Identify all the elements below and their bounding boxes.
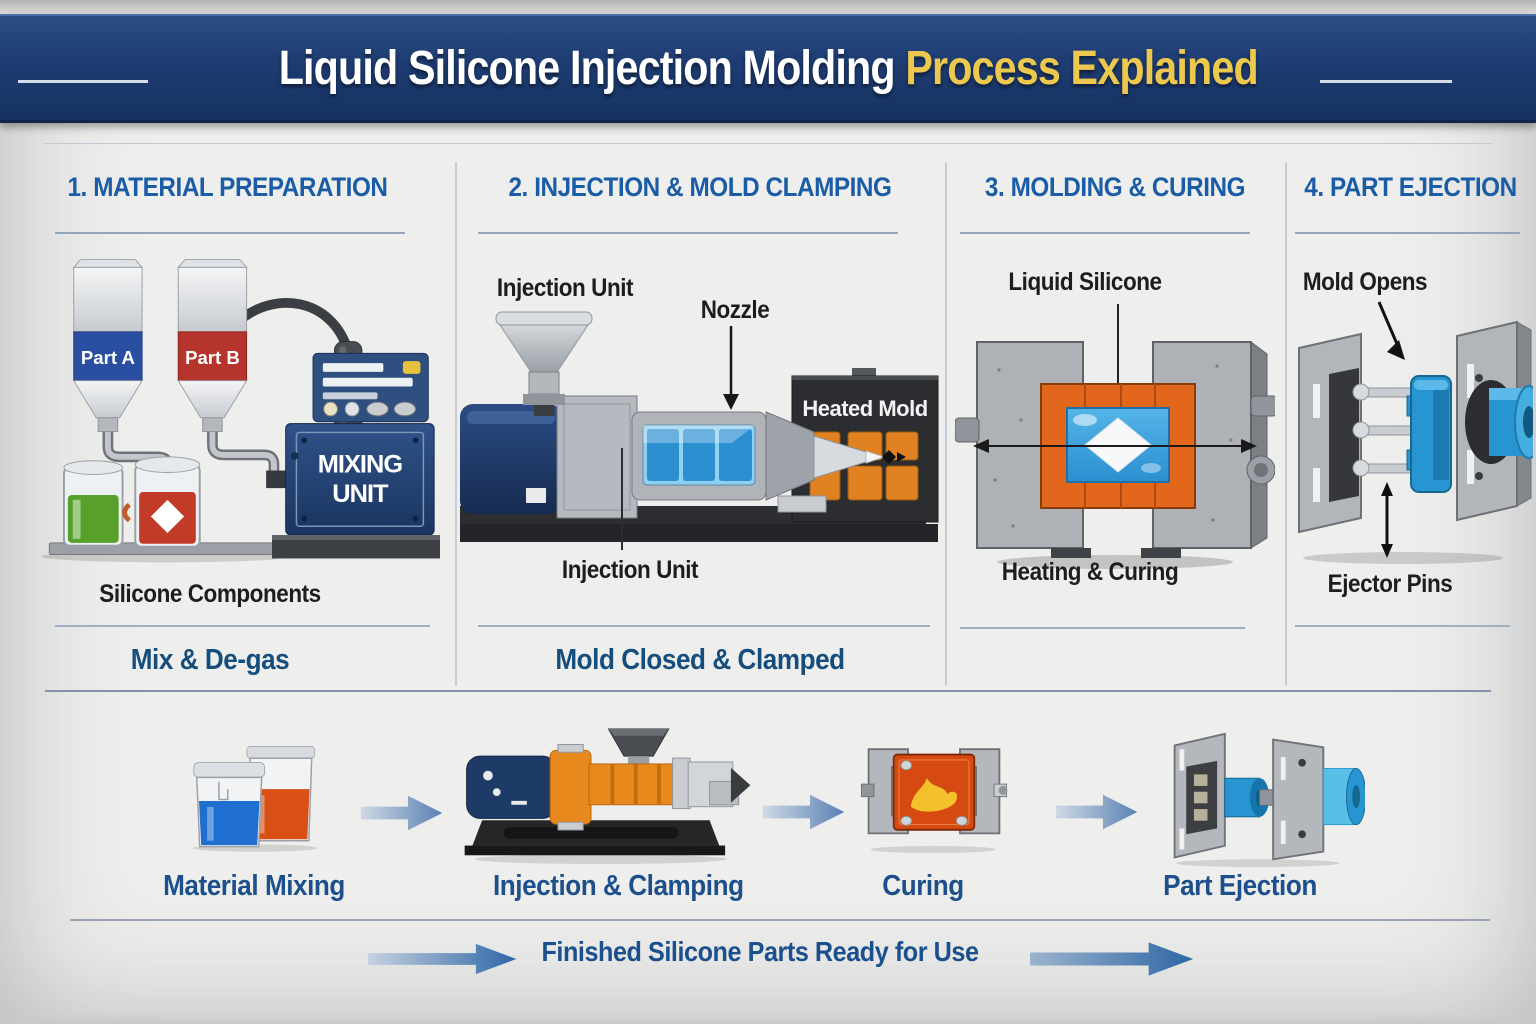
page-title: Liquid Silicone Injection Molding Proces… <box>278 41 1258 96</box>
ejector-plate <box>1298 332 1362 534</box>
nozzle-pointer-arrow <box>723 326 739 410</box>
footer-text: Finished Silicone Parts Ready for Use <box>541 936 979 967</box>
step-3-title: MOLDING & CURING <box>1010 172 1246 202</box>
step-3-number: 3. <box>984 172 1005 202</box>
mini-motor <box>466 755 557 819</box>
material-preparation-illustration: Part A Part B <box>41 259 440 563</box>
flow-label-part-ejection: Part Ejection <box>1163 870 1317 902</box>
step-4-title: PART EJECTION <box>1329 172 1517 202</box>
flame-icon <box>910 777 958 812</box>
ejector-pins-arrow <box>1381 482 1393 558</box>
column-separator-2 <box>945 162 947 686</box>
curing-icon <box>860 748 1008 854</box>
mold-opens-label: Mold Opens <box>1302 268 1428 296</box>
injection-unit-bottom-label: Injection Unit <box>561 556 699 584</box>
beaker-green <box>62 460 124 547</box>
under-banner-line <box>45 143 1491 144</box>
mini-clamp-left <box>860 748 909 835</box>
part-a-label: Part A <box>81 347 135 368</box>
part-b-label: Part B <box>185 347 240 368</box>
footer-divider <box>70 919 1490 921</box>
step-1-caption: Silicone Components <box>99 580 321 608</box>
beaker-red <box>122 456 201 548</box>
step-1-number: 1. <box>67 172 87 202</box>
nozzle-tip <box>813 435 906 479</box>
step-2-title: INJECTION & MOLD CLAMPING <box>534 172 892 202</box>
injection-clamping-illustration: Heated Mold <box>460 311 939 550</box>
step-4-sub-divider <box>1295 625 1510 627</box>
right-pin-upper <box>1250 395 1275 417</box>
mini-nozzle <box>730 767 751 803</box>
mini-heated-panel <box>892 753 976 831</box>
heated-mold-label: Heated Mold <box>802 396 927 421</box>
page-title-main: Liquid Silicone Injection Molding <box>278 41 895 95</box>
step-2-subcaption: Mold Closed & Clamped <box>555 644 845 676</box>
step-2-sub-divider <box>478 625 930 627</box>
header-banner: Liquid Silicone Injection Molding Proces… <box>0 14 1536 123</box>
mold-opens-arrow <box>1377 301 1405 360</box>
part-ejection-icon <box>1173 732 1365 868</box>
injection-machine <box>460 311 906 519</box>
mixing-unit-label-line2: UNIT <box>332 480 389 508</box>
nozzle-label: Nozzle <box>700 296 770 324</box>
motor-housing <box>460 404 562 514</box>
step-1-header: 1. MATERIAL PREPARATION <box>0 172 455 203</box>
part-a-container: Part A <box>72 259 144 432</box>
mini-part-large <box>1322 768 1365 826</box>
flow-arrow-2 <box>762 794 845 830</box>
banner-right-rule <box>1320 80 1452 83</box>
mini-barrel <box>588 763 676 806</box>
step-1-sub-divider <box>55 625 430 627</box>
footer-arrow-right <box>1030 942 1194 976</box>
step-3-caption: Heating & Curing <box>1001 558 1179 586</box>
step-2-number: 2. <box>508 172 528 202</box>
step-3-sub-divider <box>960 627 1245 629</box>
mold-plate-right <box>1456 320 1533 522</box>
flow-label-injection-clamping: Injection & Clamping <box>493 870 744 902</box>
bucket-orange <box>246 746 316 842</box>
liquid-silicone-label: Liquid Silicone <box>1008 268 1162 296</box>
part-ejection-illustration <box>1298 301 1533 564</box>
page-title-accent: Process Explained <box>905 41 1258 95</box>
step-4-number: 4. <box>1304 172 1324 202</box>
part-b-container: Part B <box>177 259 248 432</box>
mini-plate-left <box>1173 732 1226 859</box>
diamond-part-icon <box>150 499 185 534</box>
molded-part <box>1406 375 1452 493</box>
step-3-header: 3. MOLDING & CURING <box>945 172 1285 203</box>
molding-curing-illustration <box>955 304 1275 569</box>
banner-left-rule <box>18 80 148 83</box>
flow-label-material-mixing: Material Mixing <box>163 870 345 902</box>
mini-plate-right <box>1272 738 1325 861</box>
flow-arrow-1 <box>360 795 443 831</box>
flow-arrow-3 <box>1055 794 1138 830</box>
step-1-subcaption: Mix & De-gas <box>130 644 290 676</box>
step-4-header: 4. PART EJECTION <box>1285 172 1536 203</box>
left-pin <box>955 417 980 443</box>
column-separator-1 <box>455 162 457 686</box>
injection-clamping-icon <box>464 728 751 865</box>
step-1-title: MATERIAL PREPARATION <box>93 172 388 202</box>
injection-unit-top-label: Injection Unit <box>496 274 634 302</box>
ejector-pins-label: Ejector Pins <box>1327 570 1453 598</box>
main-divider <box>45 690 1491 692</box>
flow-label-curing: Curing <box>882 870 964 902</box>
mini-collar <box>549 749 592 825</box>
step-4-underline <box>1295 232 1520 234</box>
mixing-unit-label-line1: MIXING <box>318 451 403 479</box>
material-mixing-icon <box>192 746 318 852</box>
step-2-header: 2. INJECTION & MOLD CLAMPING <box>455 172 945 203</box>
step-2-underline <box>478 232 898 234</box>
footer-arrow-left <box>368 943 517 975</box>
ejector-pin-rods <box>1352 383 1414 477</box>
column-separator-3 <box>1285 162 1287 686</box>
step-3-underline <box>960 232 1250 234</box>
bucket-blue <box>193 762 265 848</box>
clamp-force-arrows <box>973 439 1257 453</box>
mixing-unit: MIXING UNIT <box>266 341 440 559</box>
injection-barrel <box>631 411 767 501</box>
step-1-underline <box>55 232 405 234</box>
hopper <box>495 311 593 416</box>
